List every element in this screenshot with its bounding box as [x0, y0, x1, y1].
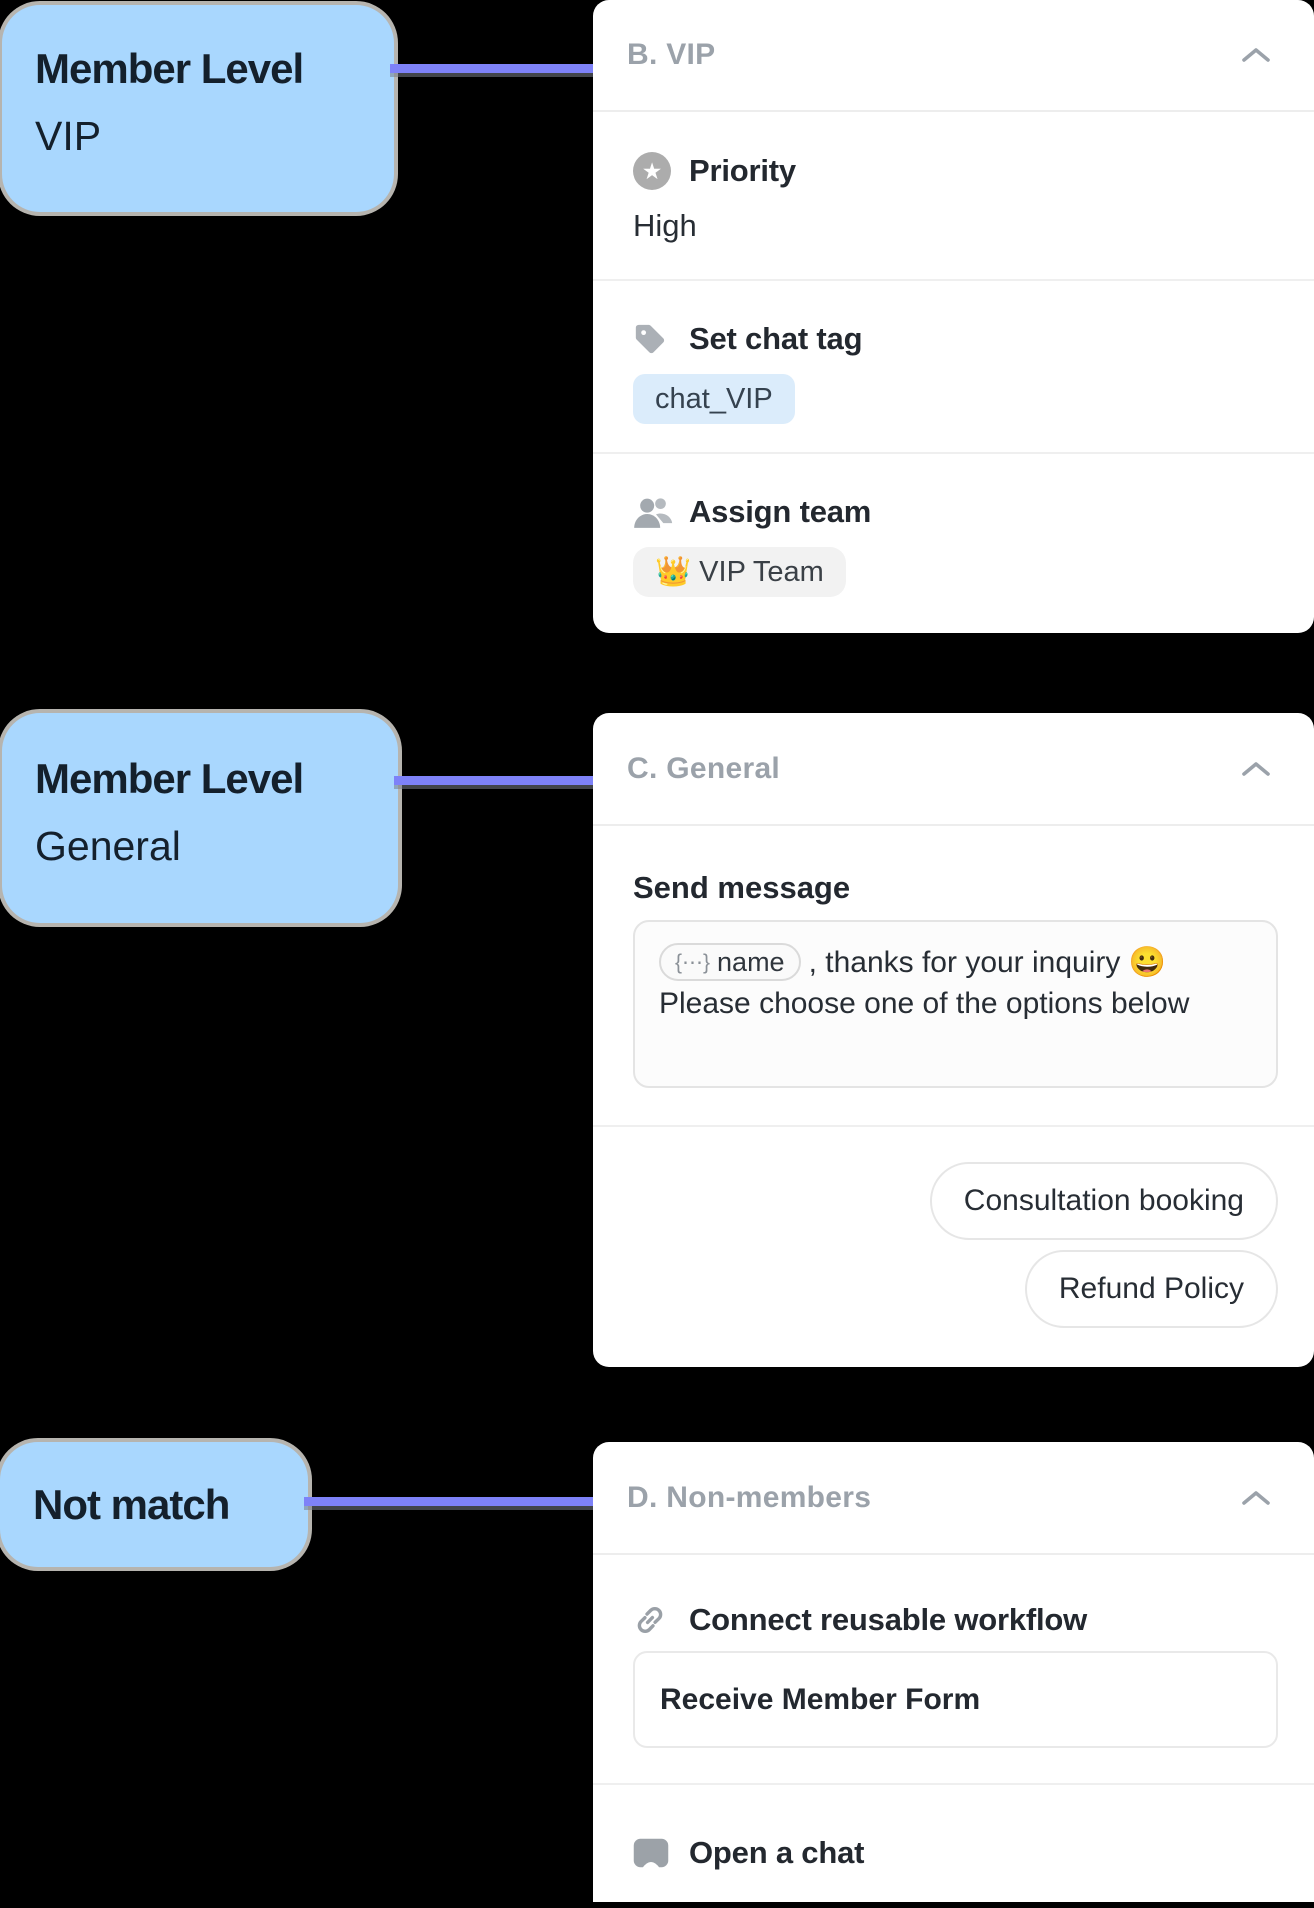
collapse-button[interactable] [1240, 760, 1272, 778]
connected-workflow-card[interactable]: Receive Member Form [633, 1651, 1278, 1748]
card-d-title: D. Non-members [627, 1480, 872, 1514]
chevron-up-icon [1242, 48, 1270, 62]
message-line-2: Please choose one of the options below [659, 987, 1190, 1021]
variable-chip-label: name [717, 946, 785, 977]
branch-note-title: Not match [33, 1480, 230, 1528]
open-chat-label: Open a chat [689, 1835, 865, 1870]
variable-icon: {⋯} [675, 950, 711, 974]
connector-line-not-match [304, 1497, 597, 1506]
team-icon [634, 498, 673, 528]
card-c-title: C. General [627, 751, 781, 785]
send-message-section: Send message {⋯}name, thanks for your in… [593, 826, 1314, 1127]
assign-team-label: Assign team [689, 494, 872, 529]
card-b-header[interactable]: B. VIP [593, 0, 1314, 112]
quick-reply-refund-policy[interactable]: Refund Policy [1024, 1250, 1278, 1328]
link-icon [637, 1607, 663, 1633]
workflow-name: Receive Member Form [660, 1682, 981, 1716]
priority-label: Priority [689, 153, 796, 188]
branch-note-member-level-general[interactable]: Member Level General [2, 713, 398, 923]
open-chat-icon [633, 1838, 669, 1868]
tag-icon [635, 324, 665, 354]
chat-tag-section: Set chat tag chat_VIP [593, 281, 1314, 454]
chat-tag-value[interactable]: chat_VIP [633, 374, 795, 424]
branch-note-member-level-vip[interactable]: Member Level VIP [2, 5, 394, 212]
priority-section: ★ Priority High [593, 112, 1314, 281]
quick-replies-section: Consultation booking Refund Policy [593, 1127, 1314, 1328]
card-b-vip: B. VIP ★ Priority High Set chat tag chat… [593, 0, 1314, 633]
send-message-label: Send message [633, 870, 851, 905]
card-d-non-members: D. Non-members Connect reusable workflow… [593, 1442, 1314, 1902]
connect-workflow-section: Connect reusable workflow Receive Member… [593, 1555, 1314, 1785]
connector-line-vip [390, 64, 597, 73]
branch-note-value: General [35, 823, 181, 869]
branch-note-not-match[interactable]: Not match [0, 1442, 308, 1567]
collapse-button[interactable] [1240, 1489, 1272, 1507]
chat-tag-label: Set chat tag [689, 321, 863, 356]
branch-note-title: Member Level [35, 45, 304, 92]
message-line-1: , thanks for your inquiry 😀 [808, 946, 1167, 980]
branch-note-title: Member Level [35, 755, 304, 802]
connector-line-general [394, 776, 597, 785]
variable-chip[interactable]: {⋯}name [659, 943, 801, 982]
collapse-button[interactable] [1240, 46, 1272, 64]
priority-star-icon: ★ [633, 152, 671, 190]
card-c-general: C. General Send message {⋯}name, thanks … [593, 713, 1314, 1367]
card-b-title: B. VIP [627, 38, 716, 71]
assign-team-section: Assign team 👑 VIP Team [593, 454, 1314, 633]
priority-value: High [633, 208, 697, 243]
quick-reply-consultation-booking[interactable]: Consultation booking [929, 1162, 1278, 1240]
open-chat-section: Open a chat [593, 1785, 1314, 1871]
chevron-up-icon [1242, 761, 1270, 776]
connect-workflow-label: Connect reusable workflow [689, 1602, 1088, 1637]
message-composer[interactable]: {⋯}name, thanks for your inquiry 😀 Pleas… [633, 920, 1278, 1089]
assign-team-value[interactable]: 👑 VIP Team [633, 547, 846, 597]
card-c-header[interactable]: C. General [593, 713, 1314, 826]
chevron-up-icon [1242, 1490, 1270, 1505]
card-d-header[interactable]: D. Non-members [593, 1442, 1314, 1555]
branch-note-value: VIP [35, 113, 102, 159]
